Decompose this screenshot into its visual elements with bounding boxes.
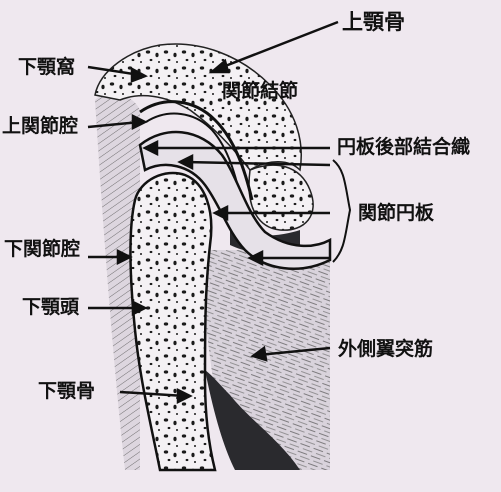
articular-eminence-bone (249, 165, 313, 230)
condyle-mandible (130, 173, 215, 470)
label-upper-jaw-bone: 上顎骨 (342, 12, 405, 33)
label-articular-eminence: 関節結節 (222, 82, 298, 101)
label-mandibular-fossa: 下顎窩 (18, 58, 75, 77)
label-articular-disc: 関節円板 (358, 204, 434, 223)
label-condyle: 下顎頭 (22, 298, 79, 317)
disc-bracket (333, 160, 350, 262)
label-mandible: 下顎骨 (38, 382, 95, 401)
label-retrodiscal-tissue: 円板後部結合織 (337, 138, 470, 157)
label-upper-joint-cavity: 上関節腔 (2, 117, 78, 136)
label-lower-joint-cavity: 下関節腔 (4, 240, 80, 259)
label-lateral-pterygoid: 外側翼突筋 (338, 340, 433, 359)
